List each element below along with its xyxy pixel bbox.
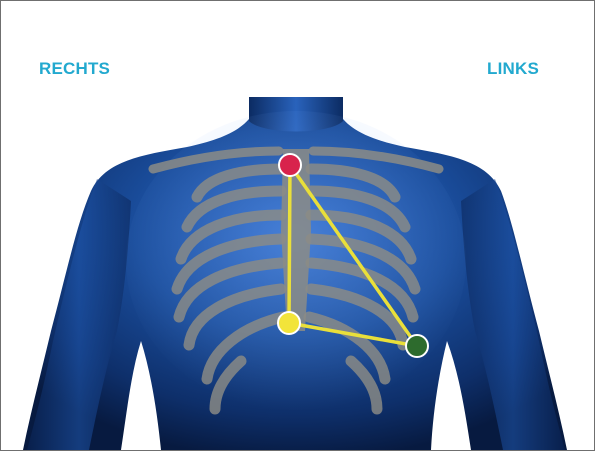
lead-line-red-yellow: [289, 165, 290, 323]
yellow-electrode: [278, 312, 300, 334]
red-electrode: [279, 154, 301, 176]
label-rechts: RECHTS: [39, 59, 110, 79]
label-links: LINKS: [487, 59, 539, 79]
green-electrode: [406, 335, 428, 357]
